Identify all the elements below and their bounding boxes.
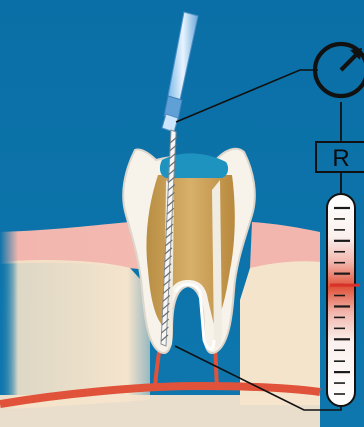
apex-gauge	[327, 194, 360, 406]
resistor-label: R	[332, 145, 349, 172]
gauge-level-marker	[330, 284, 360, 287]
